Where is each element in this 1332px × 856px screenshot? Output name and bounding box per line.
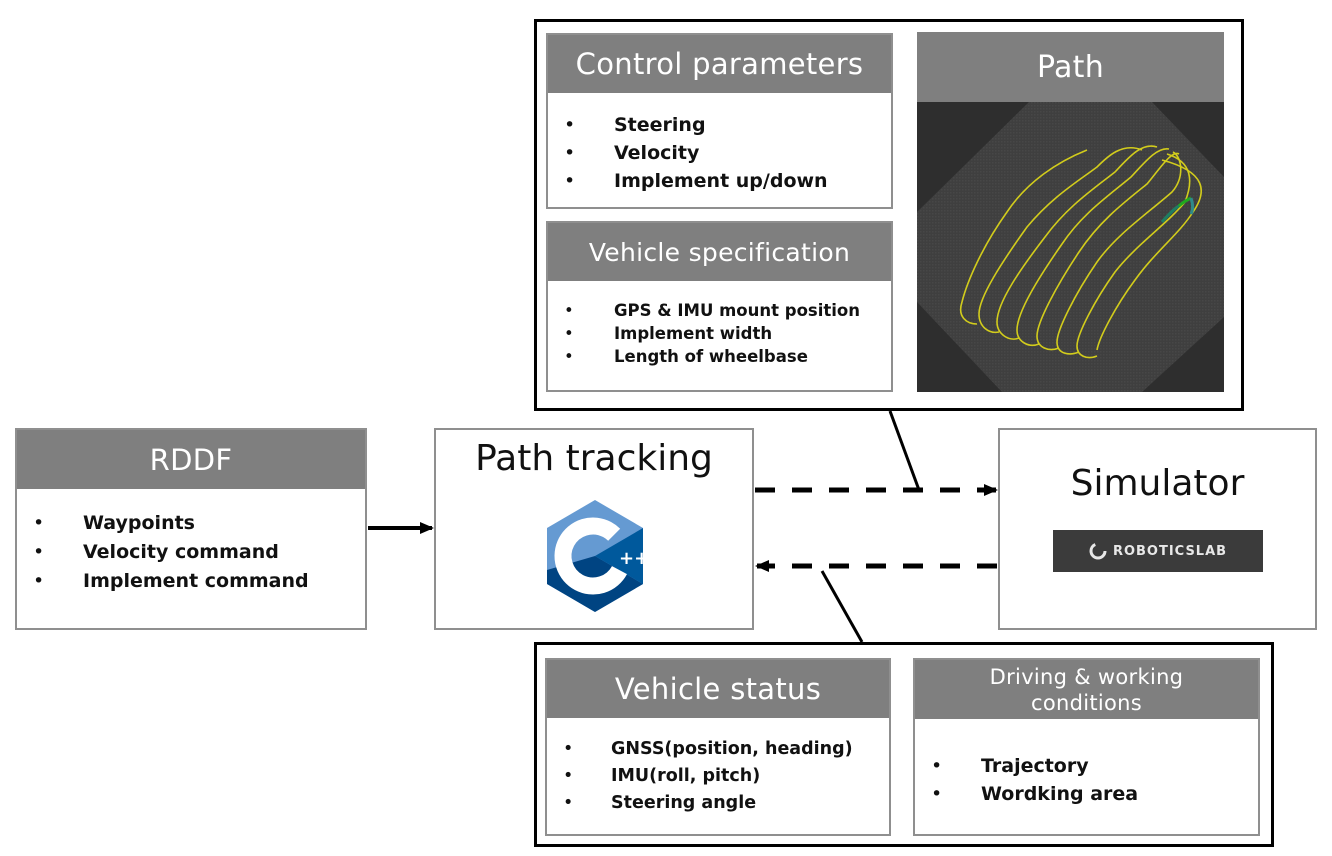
driving-conditions-title-line1: Driving & working bbox=[989, 664, 1184, 689]
driving-conditions-title-line2: conditions bbox=[1030, 690, 1143, 715]
vehicle-status-card: Vehicle status •GNSS(position, heading) … bbox=[545, 658, 891, 836]
bullet: • bbox=[931, 755, 943, 777]
roboticslab-text: ROBOTICSLAB bbox=[1112, 543, 1228, 559]
bullet: • bbox=[931, 783, 943, 805]
list-item: •Implement command bbox=[17, 567, 365, 596]
vehicle-specification-title: Vehicle specification bbox=[588, 237, 851, 267]
list-item: •GPS & IMU mount position bbox=[564, 301, 861, 320]
path-panel: Path bbox=[917, 32, 1224, 392]
simulator-node: Simulator ROBOTICSLAB bbox=[998, 428, 1317, 630]
vehicle-marker bbox=[1160, 196, 1194, 223]
driving-conditions-header: Driving & working conditions bbox=[915, 660, 1258, 719]
control-parameters-header: Control parameters bbox=[548, 35, 891, 93]
rddf-header: RDDF bbox=[17, 430, 365, 489]
list-item: •Length of wheelbase bbox=[564, 347, 808, 366]
path-lines bbox=[959, 145, 1202, 359]
bullet: • bbox=[564, 301, 574, 320]
bullet: • bbox=[564, 324, 574, 343]
list-item: •Velocity bbox=[548, 139, 891, 167]
list-item: •Steering angle bbox=[547, 790, 889, 817]
list-item: •Implement width bbox=[564, 324, 773, 343]
path-line bbox=[959, 149, 1088, 325]
list-item: •Waypoints bbox=[17, 509, 365, 538]
vehicle-status-header: Vehicle status bbox=[547, 660, 889, 718]
rddf-title: RDDF bbox=[149, 442, 233, 477]
list-item: •Velocity command bbox=[17, 538, 365, 567]
path-title: Path bbox=[1036, 49, 1105, 85]
path-line bbox=[1016, 148, 1170, 346]
rddf-card: RDDF •Waypoints •Velocity command •Imple… bbox=[15, 428, 367, 630]
cpp-plus-text: ++ bbox=[619, 548, 645, 569]
bullet: • bbox=[563, 766, 574, 786]
path-line bbox=[1036, 152, 1180, 351]
list-item: •Trajectory bbox=[915, 752, 1258, 780]
path-line bbox=[1076, 153, 1191, 359]
path-line bbox=[996, 145, 1158, 340]
bullet: • bbox=[564, 347, 574, 366]
driving-conditions-card: Driving & working conditions •Trajectory… bbox=[913, 658, 1260, 836]
bullet: • bbox=[33, 541, 45, 563]
path-header: Path bbox=[917, 32, 1224, 102]
cpp-logo-icon: ++ bbox=[547, 500, 645, 612]
path-tracking-node: Path tracking ++ bbox=[434, 428, 754, 630]
vehicle-specification-header: Vehicle specification bbox=[548, 223, 891, 281]
bullet: • bbox=[563, 793, 574, 813]
simulator-title: Simulator bbox=[1070, 463, 1245, 504]
list-item: •Wordking area bbox=[915, 780, 1258, 808]
path-line bbox=[1096, 159, 1202, 351]
bullet: • bbox=[33, 512, 45, 534]
path-tracking-title: Path tracking bbox=[475, 438, 713, 479]
list-item: •IMU(roll, pitch) bbox=[547, 763, 889, 790]
vehicle-specification-card: Vehicle specification •GPS & IMU mount p… bbox=[546, 221, 893, 392]
field-area bbox=[917, 102, 1224, 392]
callout-bottom-frame bbox=[820, 570, 864, 643]
list-item: •Implement up/down bbox=[548, 167, 891, 195]
bullet: • bbox=[564, 170, 576, 192]
control-parameters-title: Control parameters bbox=[575, 47, 864, 81]
control-parameters-card: Control parameters •Steering •Velocity •… bbox=[546, 33, 893, 209]
bullet: • bbox=[563, 739, 574, 759]
vehicle-status-title: Vehicle status bbox=[614, 672, 822, 706]
roboticslab-swirl-icon bbox=[1089, 542, 1107, 560]
path-visualization-image bbox=[917, 102, 1224, 392]
bullet: • bbox=[33, 570, 45, 592]
path-line bbox=[978, 147, 1143, 334]
callout-top-frame bbox=[888, 410, 921, 491]
list-item: •GNSS(position, heading) bbox=[547, 736, 889, 763]
path-line bbox=[1056, 151, 1182, 355]
bullet: • bbox=[564, 142, 576, 164]
list-item: •Steering bbox=[548, 111, 891, 139]
bullet: • bbox=[564, 114, 576, 136]
roboticslab-logo: ROBOTICSLAB bbox=[1053, 530, 1263, 572]
